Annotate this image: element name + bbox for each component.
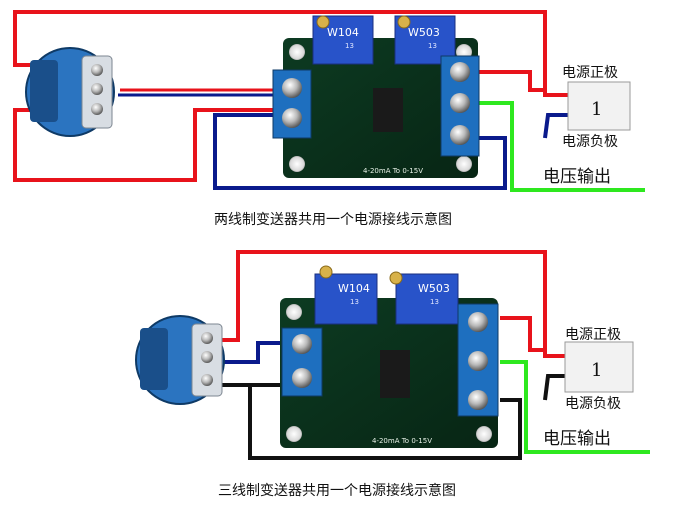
power-supply-module: 1	[564, 341, 634, 393]
supply-digit: 1	[591, 99, 602, 120]
ground-wire	[248, 385, 522, 460]
diagram-caption: 两线制变送器共用一个电源接线示意图	[214, 211, 452, 228]
pot-right-label: W503	[418, 282, 450, 295]
output-wire	[500, 360, 650, 454]
ground-wire	[543, 374, 568, 401]
terminal-screw-icon[interactable]	[282, 108, 302, 128]
adjust-screw-icon[interactable]	[397, 15, 411, 29]
transmitter-sensor	[25, 47, 115, 137]
terminal-screw-icon[interactable]	[468, 390, 488, 410]
converter-board: W104 W503 13 13 4-20mA To 0-15V	[280, 265, 499, 448]
adjust-screw-icon[interactable]	[316, 15, 330, 29]
terminal-screw-icon[interactable]	[468, 351, 488, 371]
two-wire-diagram: W104 W503 13 13 4-20mA To 0-15V 1 电源正极 电…	[13, 10, 645, 228]
power-supply-module: 1	[567, 81, 631, 131]
adjust-screw-icon[interactable]	[319, 265, 333, 279]
output-wire	[475, 101, 645, 192]
power-positive-label: 电源正极	[562, 65, 618, 81]
voltage-output-label: 电压输出	[543, 429, 611, 449]
power-negative-label: 电源负极	[562, 134, 618, 150]
pot-left-sub: 13	[350, 298, 359, 306]
negative-wire	[543, 113, 575, 139]
power-positive-label: 电源正极	[565, 327, 621, 343]
terminal-screw-icon[interactable]	[292, 334, 312, 354]
board-range-label: 4-20mA To 0-15V	[363, 167, 423, 175]
positive-wire	[500, 316, 545, 352]
positive-wire	[13, 108, 290, 182]
negative-wire	[213, 113, 507, 190]
negative-wire	[220, 341, 290, 364]
converter-board: W104 W503 13 13 4-20mA To 0-15V	[272, 15, 480, 178]
pot-right-sub: 13	[428, 42, 437, 50]
terminal-screw-icon[interactable]	[450, 62, 470, 82]
terminal-screw-icon[interactable]	[468, 312, 488, 332]
board-range-label: 4-20mA To 0-15V	[372, 437, 432, 445]
pot-left-label: W104	[327, 26, 359, 39]
terminal-screw-icon[interactable]	[450, 125, 470, 145]
terminal-screw-icon[interactable]	[282, 78, 302, 98]
voltage-output-label: 电压输出	[543, 167, 611, 187]
terminal-screw-icon[interactable]	[292, 368, 312, 388]
power-negative-label: 电源负极	[565, 396, 621, 412]
positive-wire	[210, 250, 568, 358]
potentiometer-w104[interactable]	[314, 273, 378, 325]
potentiometer-w503[interactable]	[395, 273, 459, 325]
diagram-caption: 三线制变送器共用一个电源接线示意图	[218, 482, 456, 499]
supply-digit: 1	[591, 360, 602, 381]
pot-right-sub: 13	[430, 298, 439, 306]
three-wire-diagram: W104 W503 13 13 4-20mA To 0-15V 1 电源正极 电…	[135, 250, 650, 499]
terminal-screw-icon[interactable]	[450, 93, 470, 113]
pot-left-label: W104	[338, 282, 370, 295]
pot-left-sub: 13	[345, 42, 354, 50]
positive-wire	[475, 70, 545, 92]
transmitter-sensor	[135, 315, 225, 405]
adjust-screw-icon[interactable]	[389, 271, 403, 285]
pot-right-label: W503	[408, 26, 440, 39]
